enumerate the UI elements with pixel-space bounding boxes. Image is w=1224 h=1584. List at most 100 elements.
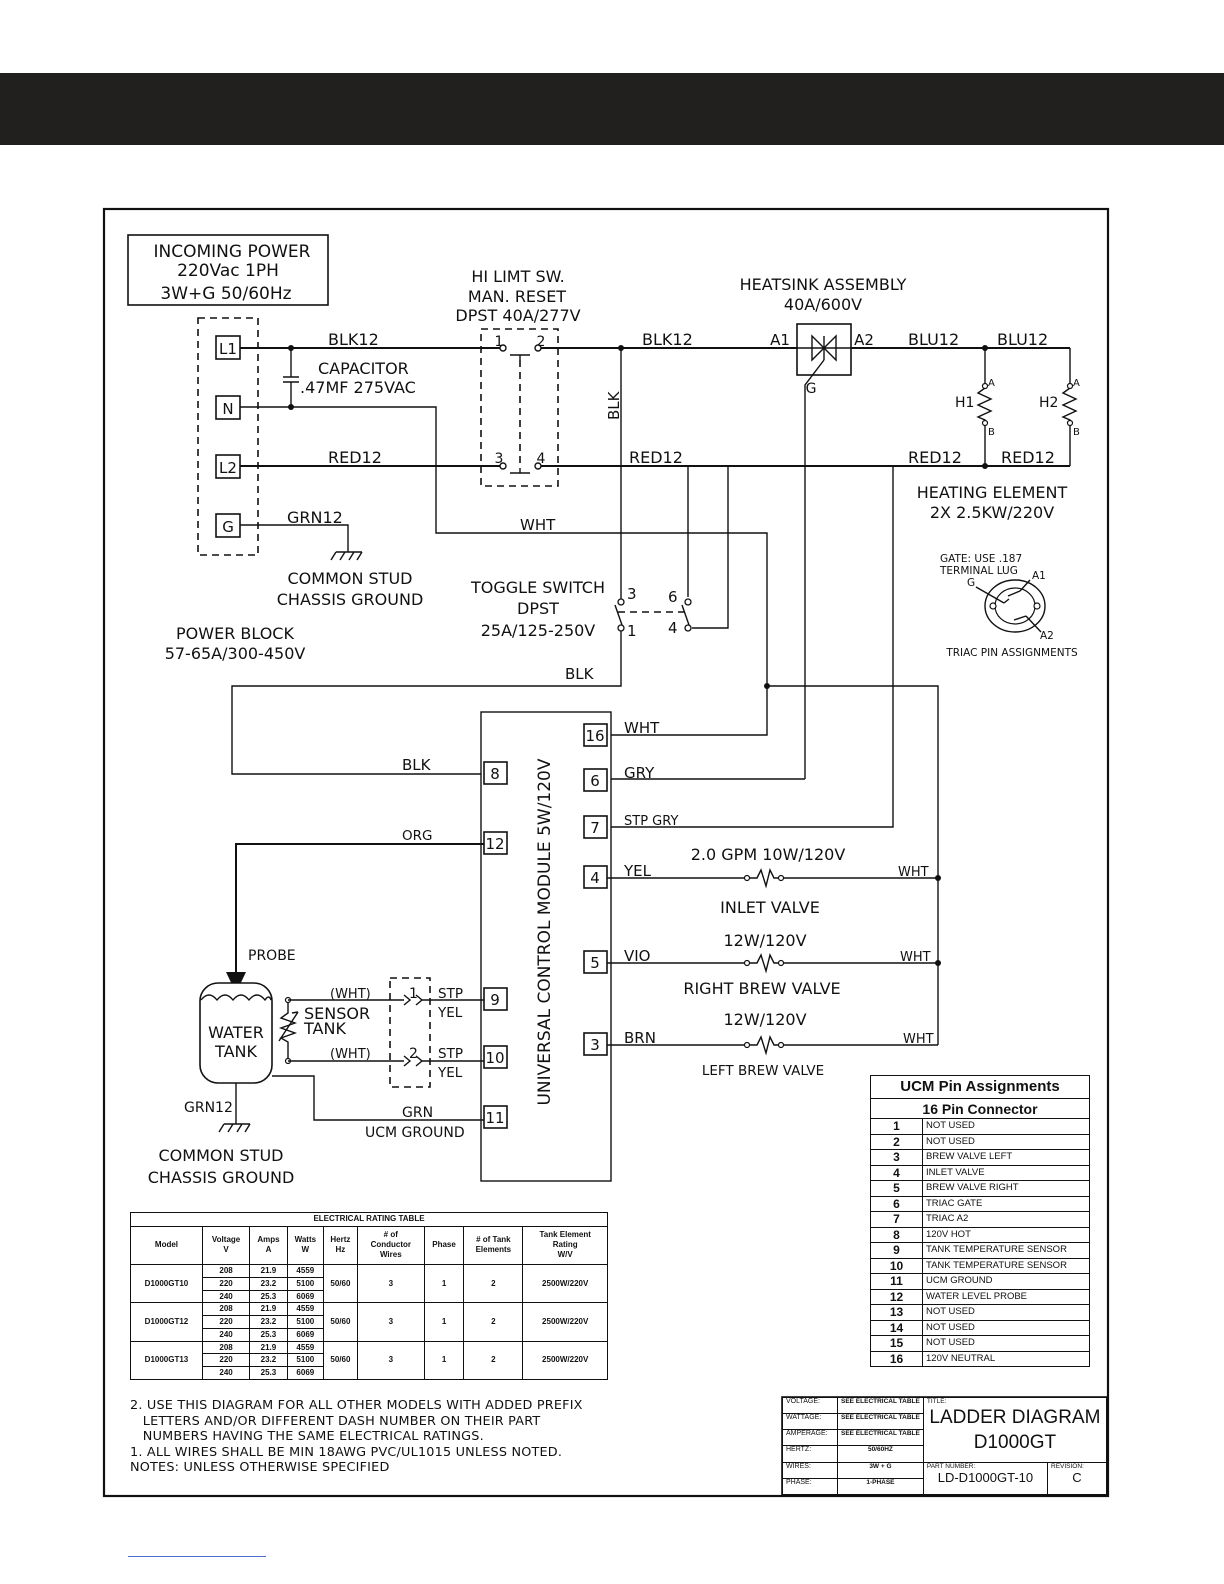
hdr-model: Model [130, 1225, 203, 1266]
wire-label-stp1: STP [438, 986, 463, 1002]
rating-wires: 3 [356, 1340, 425, 1381]
right-brew-rating: 12W/120V [723, 931, 806, 950]
plug-pin-2: 2 [409, 1046, 418, 1062]
ucm-pin-description: TRIAC GATE [922, 1195, 1090, 1212]
wire-label-wht-r1: WHT [898, 865, 929, 880]
rating-amps: 25.3 [249, 1289, 288, 1304]
tb-part-key: PART NUMBER: [926, 1462, 976, 1470]
ucm-pin-number: 5 [870, 1180, 923, 1197]
ucm-pin-number: 6 [870, 1195, 923, 1212]
wire-toggle-4-to-triac [692, 466, 729, 629]
wire-label-gry: GRY [624, 764, 655, 782]
triac-detail-a1: A1 [1032, 570, 1046, 582]
probe-label: PROBE [248, 948, 296, 964]
note-line: NOTES: UNLESS OTHERWISE SPECIFIED [130, 1460, 390, 1475]
tb-title-2: D1000GT [973, 1432, 1057, 1453]
hi-limit-enclosure [480, 328, 559, 487]
ucm-pin-4: 4 [590, 869, 600, 887]
plug-pin-1: 1 [409, 986, 418, 1002]
rating-watts: 6069 [286, 1327, 324, 1342]
wire-label-blk12-b: BLK12 [642, 330, 693, 349]
title-block: VOLTAGE: SEE ELECTRICAL TABLE TITLE: LAD… [782, 1396, 1108, 1496]
ucm-pin-description: BREW VALVE LEFT [922, 1149, 1090, 1166]
rating-table-caption: ELECTRICAL RATING TABLE [130, 1212, 608, 1227]
ucm-pin-number: 1 [870, 1118, 923, 1135]
wire-grn12-tank-ground [218, 1083, 251, 1133]
left-brew-valve-coil [743, 1034, 785, 1056]
rating-watts: 5100 [286, 1276, 324, 1291]
power-block-enclosure [197, 317, 259, 556]
triac-g-label: G [806, 381, 817, 397]
rating-model: D1000GT12 [130, 1302, 203, 1342]
tb-amperage-value: SEE ELECTRICAL TABLE [837, 1429, 924, 1447]
ucm-pin-description: NOT USED [922, 1335, 1090, 1352]
toggle-pin-6: 6 [668, 588, 678, 606]
rating-hertz: 50/60 [322, 1302, 358, 1342]
ucm-pin-description: UCM GROUND [922, 1273, 1090, 1290]
tb-rev-cell: REVISION: C [1047, 1461, 1107, 1496]
wire-label-yel1: YEL [437, 1005, 463, 1021]
wire-label-blk12-a: BLK12 [328, 330, 379, 349]
terminal-l1-label: L1 [219, 340, 237, 358]
rating-voltage: 240 [201, 1366, 251, 1380]
wire-label-grn12-b: GRN12 [184, 1100, 233, 1116]
wire-label-brn: BRN [624, 1029, 656, 1047]
ucm-pin-5: 5 [590, 954, 600, 972]
sensor-label-2: TANK [303, 1019, 346, 1038]
ucm-pin-description: NOT USED [922, 1118, 1090, 1135]
tb-part-cell: PART NUMBER: LD-D1000GT-10 [922, 1461, 1049, 1496]
triac-detail-g: G [967, 577, 975, 589]
tb-part-value: LD-D1000GT-10 [937, 1469, 1034, 1485]
rating-hertz: 50/60 [322, 1264, 358, 1304]
tb-voltage-value: SEE ELECTRICAL TABLE [837, 1396, 924, 1415]
wire-label-wht16: WHT [624, 719, 660, 737]
rating-watts: 4559 [286, 1302, 324, 1317]
wire-triac-gate [804, 359, 825, 779]
ucm-pin-11: 11 [485, 1109, 504, 1127]
triac-package-icon [975, 579, 1046, 633]
left-brew-rating: 12W/120V [723, 1010, 806, 1029]
rating-amps: 23.2 [249, 1315, 288, 1329]
capacitor-label-1: CAPACITOR [318, 359, 409, 378]
rating-watts: 4559 [286, 1340, 324, 1355]
wire-label-wht-r3: WHT [903, 1032, 934, 1047]
ucm-pin-number: 13 [870, 1304, 923, 1321]
inlet-valve-coil [743, 867, 785, 889]
page-link-underline [128, 1556, 266, 1557]
tb-wattage-key: WATTAGE: [782, 1413, 838, 1431]
tb-wires-key: WIRES: [782, 1461, 838, 1479]
ucm-pin-description: INLET VALVE [922, 1164, 1090, 1181]
toggle-label-1: TOGGLE SWITCH [470, 578, 605, 597]
tb-hertz-value: 50/60HZ [837, 1445, 924, 1463]
heater-h2 [1061, 348, 1078, 466]
tb-voltage-key: VOLTAGE: [782, 1396, 838, 1415]
triac-detail-caption: TRIAC PIN ASSIGNMENTS [945, 647, 1078, 659]
rating-model: D1000GT10 [130, 1264, 203, 1304]
incoming-power-line3: 3W+G 50/60Hz [160, 284, 291, 304]
rating-tank: 2 [463, 1302, 524, 1342]
wire-label-stp2: STP [438, 1046, 463, 1062]
rating-model: D1000GT13 [130, 1340, 203, 1381]
right-brew-label: RIGHT BREW VALVE [683, 979, 840, 998]
ucm-pin-number: 14 [870, 1319, 923, 1336]
ucm-pin-number: 15 [870, 1335, 923, 1352]
wire-grn-ucm-ground [272, 1075, 484, 1121]
rating-element: 2500W/220V [522, 1340, 608, 1381]
ucm-table-subtitle: 16 Pin Connector [870, 1098, 1090, 1119]
wire-label-blu12-a: BLU12 [908, 330, 959, 349]
capacitor-symbol [283, 348, 299, 407]
hi-limit-pin-1: 1 [495, 334, 504, 350]
